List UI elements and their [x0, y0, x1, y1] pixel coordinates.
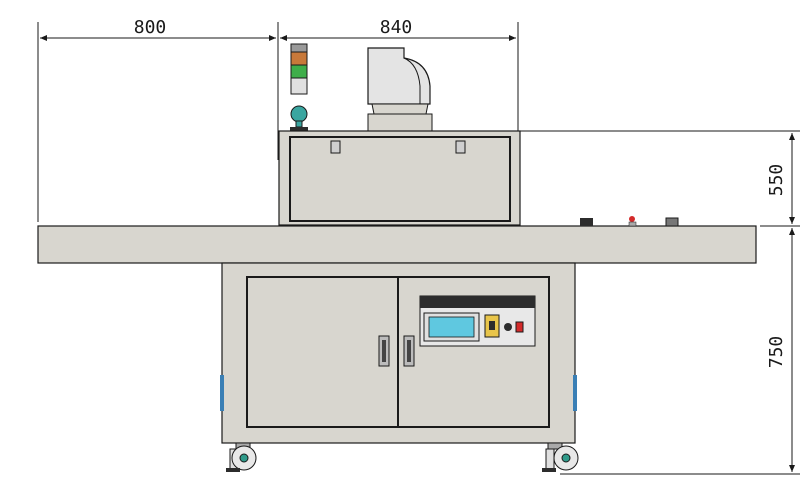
dimension-800-label: 800: [134, 17, 167, 38]
dimension-750-label: 750: [766, 336, 787, 369]
signal-tower-icon: [290, 43, 308, 95]
caster-wheel-icon: [226, 442, 257, 472]
latch-right: [455, 140, 466, 154]
belt-speed-knob: [580, 218, 593, 226]
base-cabinet: [220, 262, 577, 444]
dimension-750: 750: [560, 228, 800, 475]
switch-block: [665, 217, 679, 227]
latch-left: [330, 140, 341, 154]
control-panel: [419, 295, 536, 347]
dimension-840-label: 840: [380, 17, 413, 38]
beacon-light-icon: [290, 105, 308, 131]
lamp-housing: [278, 130, 521, 226]
caster-wheel-icon-right: [542, 442, 579, 472]
dimension-840: 840: [280, 17, 519, 160]
exhaust-fan-housing: [367, 47, 433, 132]
dimension-550: 550: [520, 130, 800, 227]
selector-knob: [504, 323, 512, 331]
power-button: [515, 321, 524, 333]
dimension-800: 800: [37, 17, 279, 222]
dimension-550-label: 550: [766, 164, 787, 197]
emergency-stop-icon: [629, 216, 635, 222]
